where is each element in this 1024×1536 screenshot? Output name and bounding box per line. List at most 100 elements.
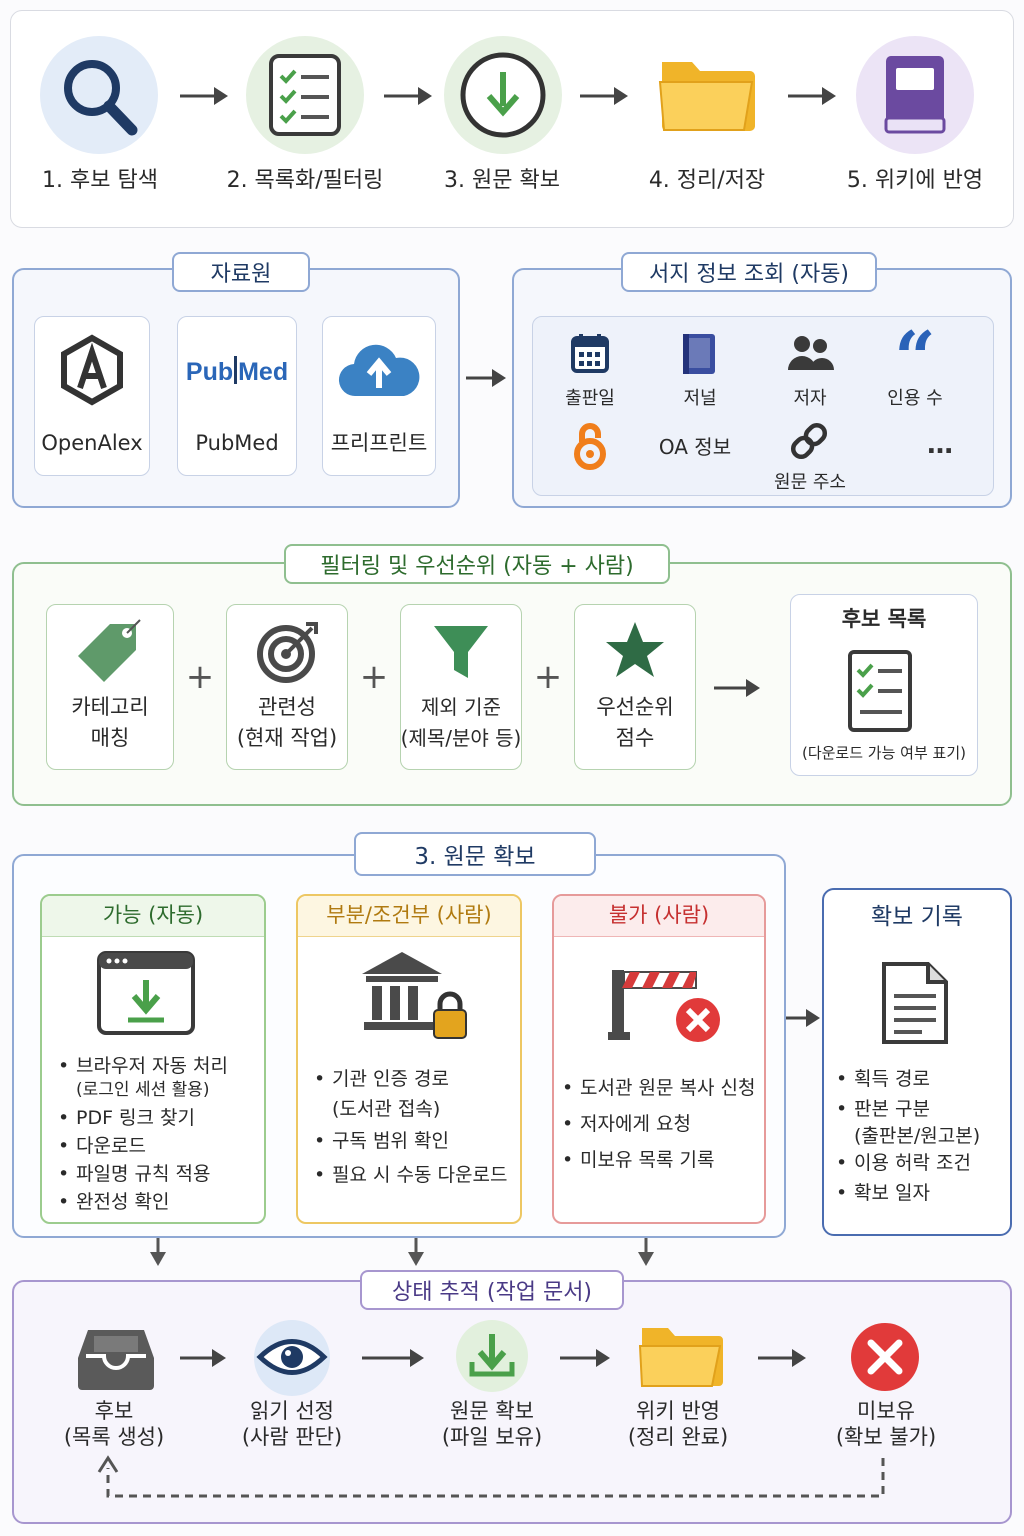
pipeline-arrow-1 [180, 87, 228, 105]
biblio-label-date: 출판일 [565, 388, 615, 409]
people-icon [788, 336, 834, 370]
bullet-item: 미보유 목록 기록 [560, 1142, 755, 1178]
download-icon [460, 52, 546, 138]
acquire-col-partial-list: 기관 인증 경로 (도서관 접속) 구독 범위 확인 필요 시 수동 다운로드 [312, 1064, 507, 1190]
calendar-icon [571, 334, 609, 373]
status-arrow-1 [180, 1349, 226, 1367]
down-arrow-1 [150, 1238, 166, 1266]
return-loop-dashed-arrow [97, 1455, 885, 1498]
bullet-item: 필요 시 수동 다운로드 [312, 1160, 507, 1190]
status-reading-line1: 읽기 선정 [250, 1399, 334, 1423]
eye-icon [256, 1339, 328, 1375]
filter-label-exclusion: 제외 기준 (제목/분야 등) [400, 694, 522, 751]
biblio-label-url: 원문 주소 [774, 472, 846, 493]
bullet-subtext: (도서관 접속) [332, 1098, 441, 1120]
journal-icon [683, 334, 715, 374]
sources-to-biblio-arrow [466, 369, 506, 387]
open-access-icon [574, 423, 606, 470]
link-icon [790, 422, 828, 460]
bullet-item: 브라우저 자동 처리(로그인 세션 활용) [56, 1052, 228, 1100]
step-1-label: 1. 후보 탐색 [42, 168, 158, 193]
candidate-checklist-icon [848, 650, 912, 732]
filter-category-line1: 카테고리 [71, 695, 149, 719]
filter-label-relevance: 관련성 (현재 작업) [226, 694, 348, 751]
status-candidate-line1: 후보 [94, 1399, 134, 1423]
status-candidate-line2: (목록 생성) [63, 1425, 165, 1449]
status-folder-icon [638, 1328, 723, 1387]
record-list: 획득 경로 판본 구분(출판본/원고본) 이용 허락 조건 확보 일자 [834, 1064, 980, 1208]
bullet-item: 기관 인증 경로 (도서관 접속) [312, 1064, 507, 1124]
filter-relevance-line1: 관련성 [258, 695, 316, 719]
status-label-wiki: 위키 반영 (정리 완료) [608, 1398, 748, 1450]
acquire-col-possible-header [42, 896, 264, 937]
biblio-label-author: 저자 [793, 388, 827, 409]
filter-label-category: 카테고리 매칭 [46, 694, 174, 751]
bullet-item: 완전성 확인 [56, 1188, 228, 1216]
filter-exclusion-line2: (제목/분야 등) [400, 726, 522, 750]
status-arrow-3 [560, 1349, 610, 1367]
acquire-col-partial-header [298, 896, 520, 937]
step-2-label: 2. 목록화/필터링 [226, 168, 384, 193]
bullet-item: 저자에게 요청 [560, 1106, 755, 1142]
bullet-item: 도서관 원문 복사 신청 [560, 1070, 755, 1106]
bullet-item: 획득 경로 [834, 1064, 980, 1094]
record-title: 확보 기록 [871, 904, 963, 930]
filter-card-relevance [226, 604, 348, 770]
bullet-item: PDF 링크 찾기 [56, 1104, 228, 1132]
more-icon: … [927, 430, 953, 460]
acquire-to-record-arrow [786, 1009, 820, 1027]
step-1-circle [40, 36, 158, 154]
status-acquired-line2: (파일 보유) [441, 1425, 543, 1449]
biblio-label-oa: OA 정보 [658, 435, 732, 459]
document-icon [882, 962, 948, 1044]
folder-icon [658, 62, 755, 131]
bullet-text: 기관 인증 경로 [332, 1068, 449, 1090]
barrier-blocked-icon [608, 970, 720, 1042]
acquire-col-impossible-header [554, 896, 764, 937]
source-card-preprint [322, 316, 436, 476]
bullet-item: 판본 구분(출판본/원고본) [834, 1094, 980, 1148]
bullet-text: 브라우저 자동 처리 [76, 1055, 228, 1077]
status-arrow-2 [362, 1349, 424, 1367]
status-wiki-line2: (정리 완료) [627, 1425, 729, 1449]
acquire-col-impossible-list: 도서관 원문 복사 신청 저자에게 요청 미보유 목록 기록 [560, 1070, 755, 1178]
bullet-item: 구독 범위 확인 [312, 1126, 507, 1156]
filter-priority-line2: 점수 [615, 726, 655, 750]
filter-label-priority: 우선순위 점수 [574, 694, 696, 751]
book-icon [884, 56, 946, 134]
openalex-logo-icon [61, 334, 123, 406]
status-label-reading: 읽기 선정 (사람 판단) [222, 1398, 362, 1450]
cloud-upload-icon [338, 344, 420, 397]
acquire-col-partial-title: 부분/조건부 (사람) [326, 903, 492, 927]
bullet-item: 다운로드 [56, 1132, 228, 1160]
bullet-item: 이용 허락 조건 [834, 1148, 980, 1178]
down-arrow-3 [638, 1238, 654, 1266]
sources-title: 자료원 [172, 252, 310, 292]
biblio-label-citations: 인용 수 [887, 388, 943, 409]
plus-sign-2: + [359, 657, 389, 697]
source-label-pubmed: PubMed [195, 431, 279, 455]
filter-priority-line1: 우선순위 [596, 695, 674, 719]
bullet-item: 확보 일자 [834, 1178, 980, 1208]
status-wiki-line1: 위키 반영 [636, 1399, 720, 1423]
filter-icon [434, 626, 488, 678]
step-3-label: 3. 원문 확보 [444, 168, 560, 193]
biblio-title: 서지 정보 조회 (자동) [621, 252, 877, 292]
source-card-pubmed [177, 316, 297, 476]
status-title: 상태 추적 (작업 문서) [360, 1270, 624, 1310]
filter-exclusion-line1: 제외 기준 [421, 695, 501, 719]
plus-sign-3: + [533, 657, 563, 697]
pipeline-arrow-2 [384, 87, 432, 105]
filter-relevance-line2: (현재 작업) [236, 726, 338, 750]
tag-icon [78, 619, 141, 682]
step-5-label: 5. 위키에 반영 [846, 168, 984, 193]
quote-icon: “ [894, 315, 936, 400]
pipeline-arrow-4 [788, 87, 836, 105]
pubmed-logo-right: Med [238, 358, 289, 386]
star-icon [606, 622, 664, 677]
acquire-col-possible-list: 브라우저 자동 처리(로그인 세션 활용) PDF 링크 찾기 다운로드 파일명… [56, 1052, 228, 1216]
checklist-icon [269, 54, 341, 136]
biblio-label-journal: 저널 [683, 388, 717, 409]
institution-lock-icon [362, 952, 467, 1039]
blocked-x-icon [851, 1323, 919, 1391]
